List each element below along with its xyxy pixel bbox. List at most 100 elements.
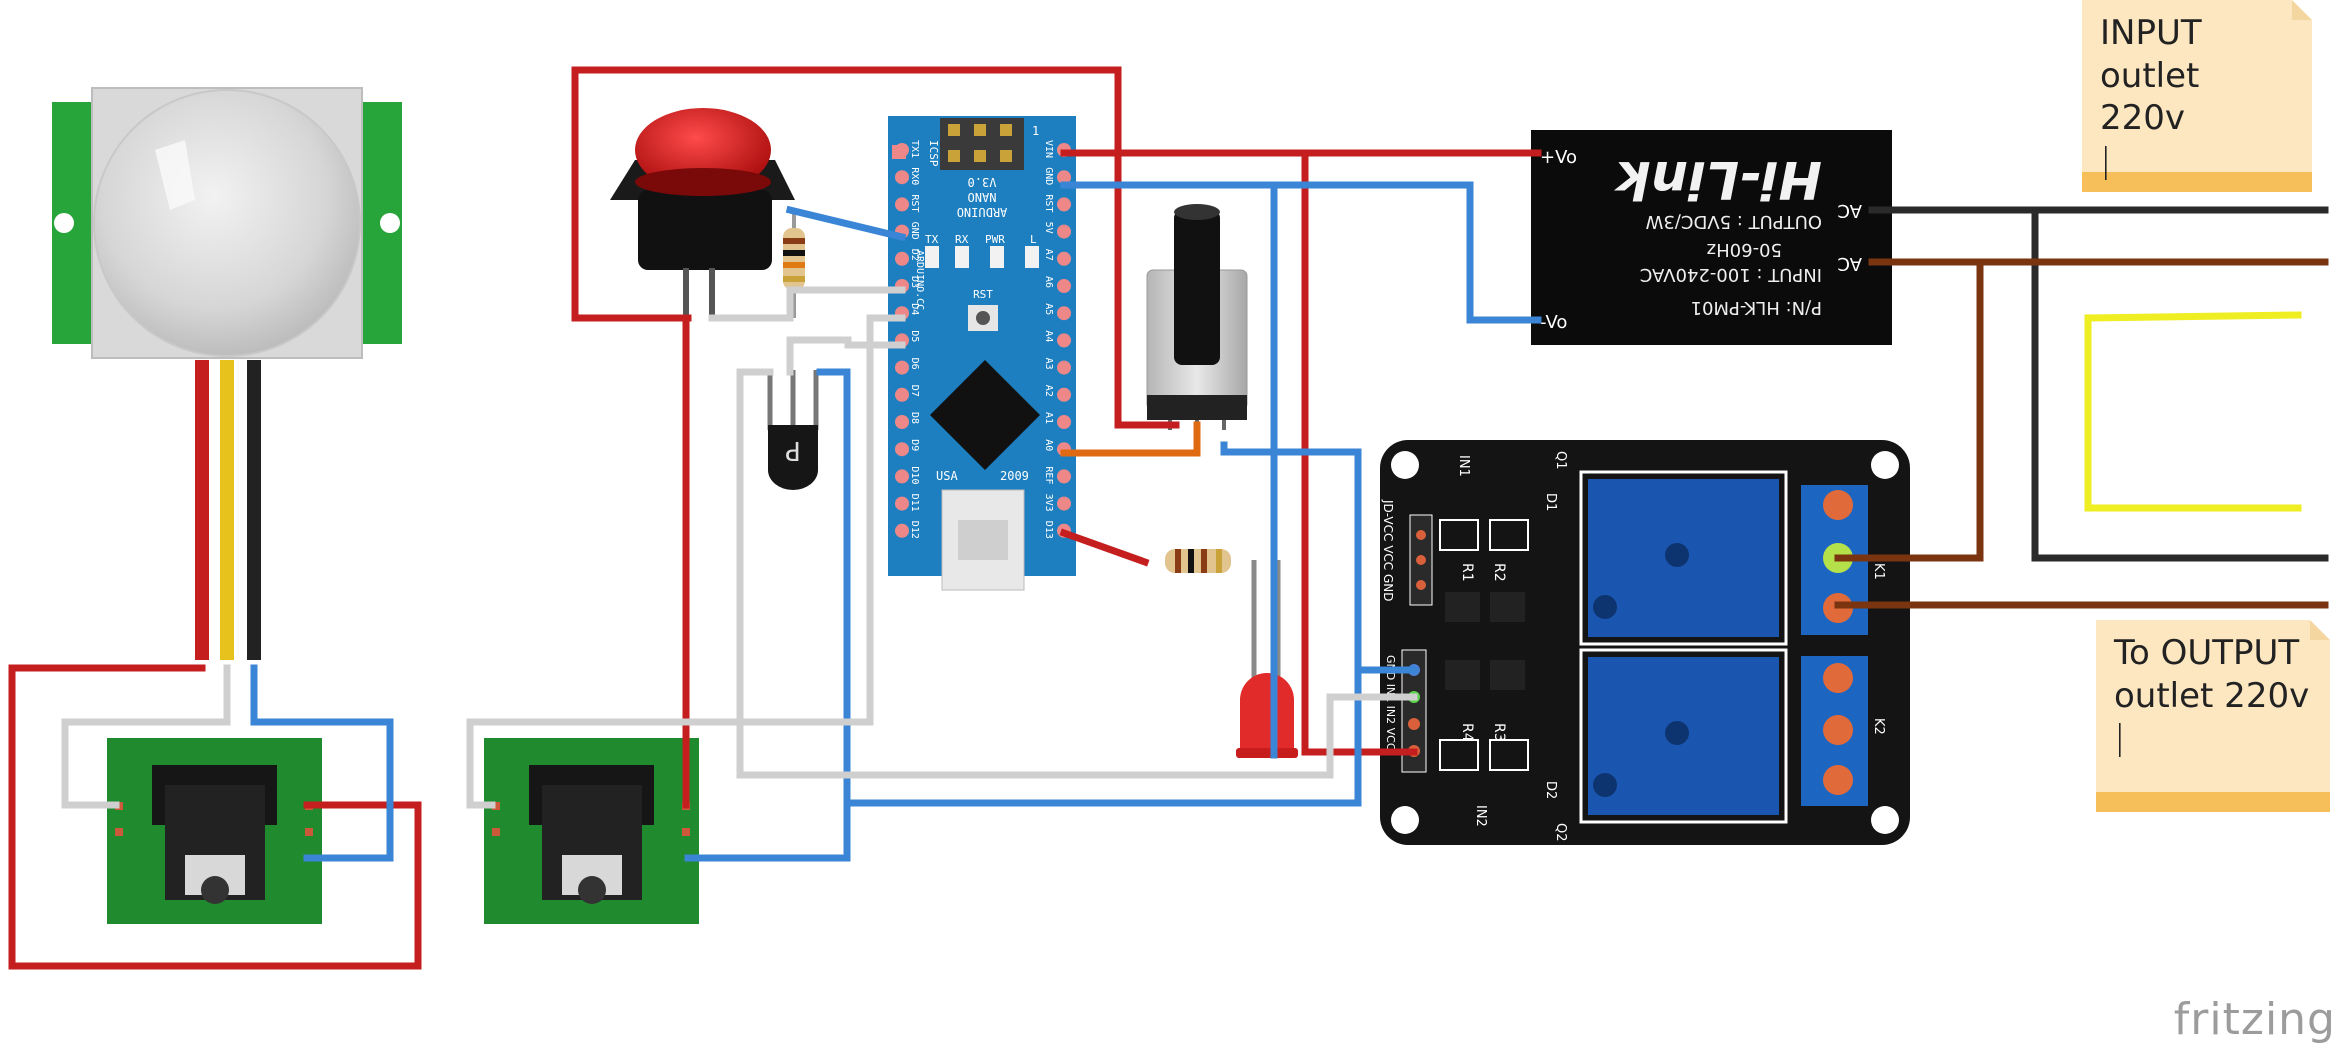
nano-pin-left-d11 bbox=[895, 496, 909, 511]
nano-pin-label-right-a0: A0 bbox=[1043, 439, 1054, 451]
relay-q1-label: Q1 bbox=[1553, 451, 1568, 470]
hilink-body bbox=[1531, 130, 1892, 345]
nano-pin-right-ref bbox=[1057, 469, 1071, 484]
wire-blue-jack1 bbox=[250, 664, 394, 862]
nano-pin-label-right-a3: A3 bbox=[1043, 358, 1054, 370]
red-led bbox=[1236, 560, 1298, 758]
wire-red-led bbox=[1059, 528, 1150, 567]
wire-red-pot-loop bbox=[571, 66, 1180, 429]
transistor-body bbox=[768, 425, 818, 490]
arduino-nano: 1 ICSP ARDUINO NANO V3.0 TX RX PWR L ARD… bbox=[888, 116, 1076, 591]
wires bbox=[8, 66, 2329, 970]
nano-pin-right-a1 bbox=[1057, 415, 1071, 429]
hilink-pin-ac1: AC bbox=[1837, 200, 1862, 221]
nano-pin-right-rst bbox=[1057, 197, 1071, 212]
nano-pin-label-right-a2: A2 bbox=[1043, 385, 1054, 397]
nano-pin-left-rx0 bbox=[895, 170, 909, 185]
pir-sensor bbox=[52, 87, 402, 660]
pir-mount-hole-left bbox=[54, 213, 74, 233]
push-button bbox=[610, 108, 795, 318]
relay-k2-label: K2 bbox=[1871, 718, 1886, 735]
nano-pin-right-a5 bbox=[1057, 306, 1071, 321]
button-cap-edge bbox=[635, 168, 771, 196]
note-input-caret: | bbox=[2100, 140, 2112, 181]
nano-pin-label-right-rst: RST bbox=[1043, 194, 1054, 212]
nano-pin-label-left-d10: D10 bbox=[909, 466, 920, 484]
hilink-pn: P/N: HLK-PM01 bbox=[1691, 297, 1822, 318]
nano-pin-label-left-tx1: TX1 bbox=[909, 140, 920, 158]
wire-gray-jack1 bbox=[61, 664, 231, 809]
note-output-outlet: To OUTPUT outlet 220v | bbox=[2096, 620, 2330, 812]
nano-year-label: 2009 bbox=[1000, 469, 1029, 483]
nano-pin-right-a7 bbox=[1057, 251, 1071, 266]
nano-pin-label-left-d8: D8 bbox=[909, 412, 920, 424]
relay-in2-label: IN2 bbox=[1473, 805, 1488, 827]
relay-d2-label: D2 bbox=[1543, 781, 1558, 799]
wire-gray-d3 bbox=[708, 286, 906, 322]
nano-pin-label-left-d11: D11 bbox=[909, 494, 920, 512]
nano-pin-label-right-a5: A5 bbox=[1043, 303, 1054, 315]
wire-blue-pot-relay bbox=[1220, 441, 1418, 674]
nano-pin-left-tx1 bbox=[895, 143, 909, 157]
nano-pin-label-left-d3: D3 bbox=[909, 276, 920, 288]
nano-pin-left-d8 bbox=[895, 415, 909, 429]
nano-pin-right-3v3 bbox=[1057, 496, 1071, 511]
nano-mcu-chip bbox=[930, 360, 1040, 470]
potentiometer bbox=[1146, 204, 1248, 430]
nano-pin-label-left-d2: D2 bbox=[909, 249, 920, 261]
transistor-label: P bbox=[785, 435, 801, 465]
transistor: P bbox=[767, 370, 819, 490]
jack1-hole bbox=[201, 876, 229, 904]
nano-pin-left-d9 bbox=[895, 442, 909, 457]
hilink-pin-ac2: AC bbox=[1837, 253, 1862, 274]
nano-pin-right-gnd bbox=[1057, 170, 1071, 185]
nano-pin-left-d7 bbox=[895, 387, 909, 402]
wire-red-jack1 bbox=[8, 664, 422, 970]
hilink-output-rating: OUTPUT : 5VDC/3W bbox=[1645, 211, 1822, 232]
nano-pin1-label: 1 bbox=[1032, 124, 1039, 138]
nano-pin-label-right-3v3: 3V3 bbox=[1043, 494, 1054, 512]
nano-l-label: L bbox=[1030, 233, 1037, 246]
nano-pin-left-d12 bbox=[895, 523, 909, 538]
note-output-line1: To OUTPUT bbox=[2114, 633, 2300, 673]
nano-pin-right-a3 bbox=[1057, 360, 1071, 375]
audio-jack-module-1 bbox=[107, 738, 322, 924]
relay-r3-label: R3 bbox=[1491, 723, 1507, 742]
wire-gray-in1 bbox=[736, 368, 1418, 779]
relay-module: JD-VCC VCC GND IN1 IN2 Q1 Q2 D1 D2 R1 R2… bbox=[1380, 440, 1910, 845]
note-input-line2: outlet 220v bbox=[2100, 55, 2200, 139]
button-body bbox=[638, 190, 772, 270]
wire-gray-jack2 bbox=[466, 314, 906, 809]
nano-pin-label-left-d5: D5 bbox=[909, 330, 920, 342]
hilink-pin-vo-plus: +Vo bbox=[1540, 147, 1577, 168]
note-input-line1: INPUT bbox=[2100, 13, 2202, 53]
hilink-brand: Hi-Link bbox=[1613, 149, 1822, 209]
wire-blue-nano-gnd bbox=[785, 205, 907, 242]
pot-knob bbox=[1174, 210, 1220, 365]
note-output-line2: outlet 220v bbox=[2114, 675, 2310, 716]
nano-pin-left-d6 bbox=[895, 360, 909, 375]
relay-d1-label: D1 bbox=[1543, 493, 1558, 511]
nano-pin-label-left-d12: D12 bbox=[909, 521, 920, 539]
nano-pin-right-a2 bbox=[1057, 387, 1071, 402]
nano-pin-label-right-a6: A6 bbox=[1043, 276, 1054, 288]
nano-pin-label-right-d13: D13 bbox=[1043, 521, 1054, 539]
nano-pin-label-left-rx0: RX0 bbox=[909, 167, 920, 185]
nano-pin-label-left-d4: D4 bbox=[909, 303, 920, 315]
nano-pwr-label: PWR bbox=[985, 233, 1005, 246]
pir-mount-hole-right bbox=[380, 213, 400, 233]
hilink-frequency: 50-60Hz bbox=[1707, 239, 1782, 260]
nano-pin-label-left-gnd: GND bbox=[909, 222, 920, 240]
nano-name-2: NANO bbox=[968, 190, 997, 204]
relay-in1-label: IN1 bbox=[1456, 455, 1471, 477]
wire-brown-relay-com bbox=[1834, 258, 1984, 562]
nano-pin-label-right-ref: REF bbox=[1043, 466, 1054, 484]
nano-pin-label-left-d7: D7 bbox=[909, 385, 920, 397]
nano-pin-right-a4 bbox=[1057, 333, 1071, 348]
relay-k1-label: K1 bbox=[1871, 563, 1886, 580]
wire-red-relay-vcc bbox=[1301, 149, 1418, 756]
wire-orange-a0 bbox=[1060, 421, 1201, 457]
pir-highlight bbox=[155, 140, 195, 210]
